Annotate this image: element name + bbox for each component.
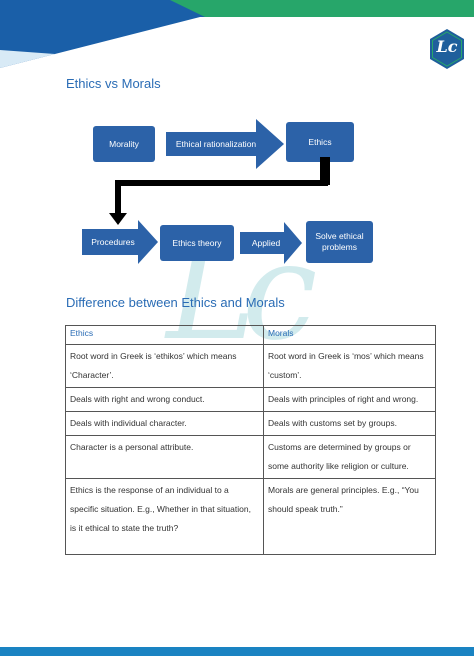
diagram-arrow-applied (240, 222, 302, 264)
diagram-arrow-label-ethical-rationalization: Ethical rationalization (175, 139, 257, 149)
table-cell-ethics: Deals with right and wrong conduct. (65, 387, 264, 412)
diagram-box-ethics-theory: Ethics theory (160, 225, 234, 261)
table-cell-ethics: Character is a personal attribute. (65, 435, 264, 479)
diagram-arrow-label-applied: Applied (251, 238, 281, 248)
table-row: Root word in Greek is ‘ethikos’ which me… (65, 344, 436, 388)
table-cell-morals: Deals with customs set by groups. (263, 411, 436, 436)
logo-text: Lc (436, 37, 458, 56)
diagram-box-solve-ethical-problems: Solve ethical problems (306, 221, 373, 263)
table-header-ethics: Ethics (65, 325, 264, 345)
table-cell-morals: Root word in Greek is ‘mos’ which means … (263, 344, 436, 388)
footer-bar (0, 647, 474, 656)
diagram-arrow-label-procedures: Procedures (91, 237, 135, 247)
comparison-table: Ethics Morals Root word in Greek is ‘eth… (65, 325, 436, 555)
table-row: Ethics is the response of an individual … (65, 478, 436, 555)
table-row: Deals with right and wrong conduct. Deal… (65, 387, 436, 412)
diagram-box-ethics: Ethics (286, 122, 354, 162)
table-row: Character is a personal attribute. Custo… (65, 435, 436, 479)
diagram-connector-arrow (109, 157, 330, 225)
table-header-row: Ethics Morals (65, 325, 436, 345)
table-cell-ethics: Root word in Greek is ‘ethikos’ which me… (65, 344, 264, 388)
table-row: Deals with individual character. Deals w… (65, 411, 436, 436)
banner-light-corner (0, 50, 55, 68)
logo-hexagon-icon (430, 29, 464, 69)
section-title-difference: Difference between Ethics and Morals (66, 295, 285, 310)
table-cell-morals: Customs are determined by groups or some… (263, 435, 436, 479)
header-banner (0, 0, 474, 68)
table-cell-morals: Deals with principles of right and wrong… (263, 387, 436, 412)
diagram-arrow-ethical-rationalization (166, 119, 284, 169)
banner-green-stripe (170, 0, 474, 17)
table-cell-morals: Morals are general principles. E.g., “Yo… (263, 478, 436, 555)
table-header-morals: Morals (263, 325, 436, 345)
diagram-arrow-procedures (82, 220, 158, 264)
table-cell-ethics: Deals with individual character. (65, 411, 264, 436)
table-cell-ethics: Ethics is the response of an individual … (65, 478, 264, 555)
diagram-box-morality: Morality (93, 126, 155, 162)
section-title-ethics-vs-morals: Ethics vs Morals (66, 76, 161, 91)
